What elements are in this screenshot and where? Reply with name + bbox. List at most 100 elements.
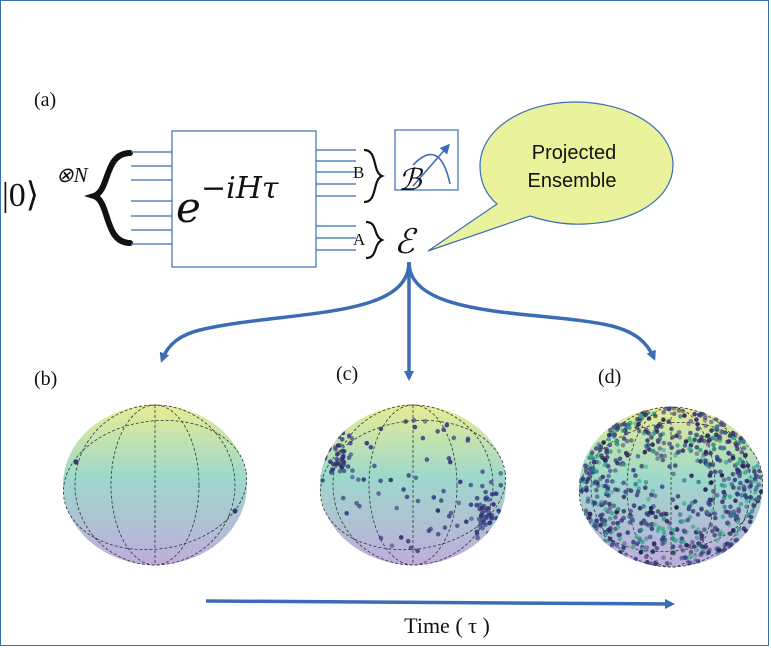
state-point: [435, 508, 441, 513]
state-point: [704, 510, 709, 515]
state-point: [682, 413, 687, 418]
state-point: [688, 418, 694, 424]
state-point: [654, 546, 660, 551]
state-point: [667, 464, 672, 469]
state-point: [690, 509, 696, 514]
state-point: [680, 408, 685, 414]
state-point: [670, 544, 676, 549]
state-point: [734, 531, 739, 537]
state-point: [720, 499, 725, 505]
state-point: [630, 517, 636, 523]
unitary-box: [171, 130, 317, 268]
state-point: [639, 520, 644, 526]
state-point: [340, 430, 346, 436]
state-point: [748, 514, 754, 520]
state-point: [714, 416, 719, 422]
state-point: [422, 419, 428, 424]
state-point: [720, 514, 726, 520]
state-point: [646, 431, 652, 436]
state-point: [688, 430, 693, 436]
state-point: [664, 511, 669, 517]
state-point: [320, 473, 322, 478]
state-point: [607, 536, 613, 542]
state-point: [602, 522, 608, 527]
state-point: [666, 419, 671, 424]
state-point: [634, 541, 640, 547]
state-point: [736, 526, 742, 532]
state-point: [708, 451, 713, 456]
brace-a: [365, 220, 385, 260]
state-point: [714, 492, 720, 498]
state-point: [604, 448, 609, 454]
state-point: [616, 448, 622, 454]
state-point: [629, 438, 634, 443]
state-point: [690, 540, 695, 545]
state-point: [661, 515, 667, 521]
state-point: [378, 535, 384, 541]
state-point: [754, 496, 760, 502]
state-point: [730, 430, 736, 436]
initial-state-ket: |0⟩: [2, 177, 39, 214]
state-point: [607, 501, 612, 507]
state-point: [344, 511, 350, 516]
state-point: [649, 561, 654, 566]
state-point: [664, 518, 670, 524]
state-point: [670, 497, 676, 503]
state-point: [693, 547, 699, 553]
state-point: [637, 505, 643, 511]
state-point: [693, 553, 698, 558]
state-point: [664, 561, 670, 566]
state-point: [646, 512, 651, 518]
state-point: [599, 500, 604, 505]
state-point: [687, 504, 692, 509]
state-point: [345, 464, 351, 469]
state-point: [592, 523, 598, 529]
state-point: [663, 407, 669, 411]
state-point: [659, 484, 665, 490]
state-point: [468, 482, 474, 488]
state-point: [325, 440, 330, 446]
state-point: [678, 544, 683, 549]
state-point: [322, 456, 328, 461]
state-point: [678, 414, 683, 419]
state-point: [661, 417, 666, 423]
state-point: [480, 469, 485, 475]
state-point: [607, 468, 613, 474]
state-point: [696, 412, 702, 418]
state-point: [676, 449, 682, 454]
state-point: [354, 501, 360, 506]
state-point: [442, 525, 448, 530]
panel-label-d: (d): [598, 366, 621, 388]
state-point: [705, 442, 711, 447]
subsystem-e-script: ℰ: [394, 222, 418, 262]
state-point: [610, 540, 616, 545]
state-point: [661, 529, 667, 535]
state-point: [615, 460, 620, 466]
state-point: [586, 471, 592, 476]
state-point: [747, 519, 753, 524]
state-point: [746, 468, 751, 473]
state-point: [349, 436, 355, 441]
state-point: [618, 550, 623, 555]
state-point: [340, 448, 346, 454]
state-point: [739, 449, 744, 455]
state-point: [758, 489, 763, 495]
state-point: [677, 435, 683, 440]
state-point: [635, 416, 640, 422]
state-point: [652, 493, 658, 499]
state-point: [420, 435, 426, 441]
state-point: [613, 468, 618, 473]
state-point: [320, 440, 326, 446]
state-point: [661, 555, 666, 560]
state-point: [702, 415, 708, 421]
state-point: [628, 488, 634, 494]
state-point: [742, 453, 748, 459]
state-point: [692, 411, 697, 417]
state-point: [704, 462, 710, 467]
state-point: [637, 537, 643, 543]
state-point: [703, 544, 709, 549]
state-point: [614, 543, 619, 548]
state-point: [611, 503, 617, 509]
state-point: [722, 483, 727, 489]
state-point: [446, 513, 452, 519]
